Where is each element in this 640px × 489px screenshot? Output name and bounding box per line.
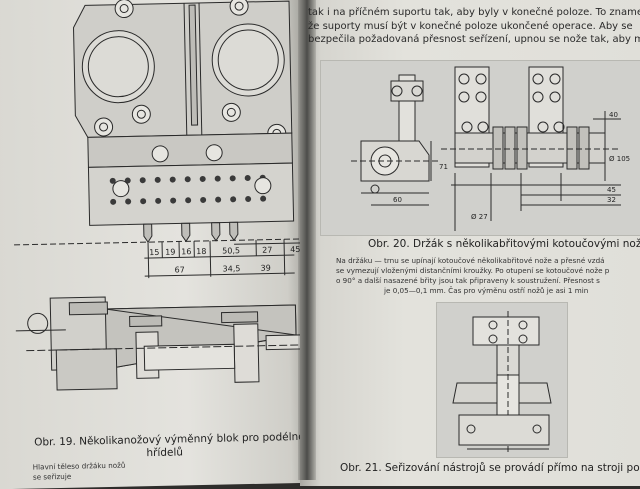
- fig20-dim-32: 32: [607, 196, 616, 204]
- fig19-dim-15: 15: [149, 248, 159, 257]
- right-top-paragraph: tak i na příčném suportu tak, aby byly v…: [308, 6, 640, 47]
- right-top-line-3: bezpečila požadovaná přesnost seřízení, …: [308, 33, 640, 47]
- book-gutter: [298, 0, 316, 480]
- fig20-text-line-2: se vymezují vloženými distančními kroužk…: [336, 266, 609, 276]
- fig19-dim-16: 16: [181, 247, 191, 256]
- fig19-dim-50-5: 50,5: [222, 246, 240, 255]
- right-top-line-2: že suporty musí být v konečné poloze uko…: [308, 20, 640, 34]
- right-top-line-1: tak i na příčném suportu tak, aby byly v…: [308, 6, 640, 20]
- fig20-text-line-4: je 0,05—0,1 mm. Čas pro výměnu ostří nož…: [336, 286, 609, 296]
- figure-21-drawing: [437, 303, 567, 457]
- figure-20-drawing: 71 60 40 45 32 Ø 105 Ø 27: [321, 61, 640, 235]
- figure-21: [436, 302, 568, 458]
- fig20-text-line-1: Na držáku — trnu se upínají kotoučové ně…: [336, 256, 609, 266]
- figure-20-caption: Obr. 20. Držák s několikabřitovými kotou…: [368, 238, 640, 250]
- fig20-text-line-3: o 90° a další nasazené břity jsou tak př…: [336, 276, 609, 286]
- fig19-dim-39: 39: [261, 264, 271, 273]
- fig19-dim-18: 18: [196, 247, 206, 256]
- fig19-dim-19: 19: [165, 248, 175, 257]
- fig19-dim-34-5: 34,5: [223, 264, 241, 273]
- figure-19-drawing: 15 19 16 18 50,5 27 67 34,5 39 45: [0, 0, 316, 419]
- fig19-dim-67: 67: [175, 265, 185, 274]
- figure-20-description: Na držáku — trnu se upínají kotoučové ně…: [336, 256, 609, 296]
- figure-19-caption-line2: hřídelů: [146, 446, 183, 459]
- fig20-dim-60: 60: [393, 196, 402, 204]
- left-footer-line-2: se seřizuje: [33, 471, 126, 483]
- figure-21-caption: Obr. 21. Seřizování nástrojů se provádí …: [340, 462, 640, 474]
- left-footer-line-1: Hlavní těleso držáku nožů: [33, 461, 126, 473]
- fig20-dim-d105: Ø 105: [609, 155, 630, 163]
- left-page: 15 19 16 18 50,5 27 67 34,5 39 45 Obr. 1…: [0, 0, 317, 489]
- fig20-dim-d27: Ø 27: [471, 213, 488, 221]
- fig19-dim-27: 27: [262, 246, 272, 255]
- figure-20: 71 60 40 45 32 Ø 105 Ø 27: [320, 60, 640, 236]
- left-footer-text: Hlavní těleso držáku nožů se seřizuje: [33, 461, 126, 483]
- fig20-dim-40: 40: [609, 111, 618, 119]
- fig20-dim-71: 71: [439, 163, 448, 171]
- right-page: tak i na příčném suportu tak, aby byly v…: [300, 0, 640, 486]
- fig20-dim-45: 45: [607, 186, 616, 194]
